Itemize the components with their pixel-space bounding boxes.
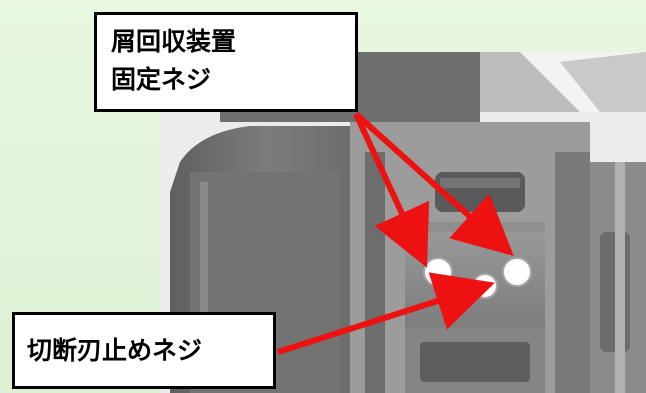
arrow-to-left-screw xyxy=(353,112,430,268)
callout-label: 切断刃止めネジ xyxy=(27,336,203,365)
arrow-to-blade-screw xyxy=(277,272,495,355)
scrap-collector-screw-callout: 屑回収装置 固定ネジ xyxy=(94,12,358,112)
callout-line-1: 屑回収装置 xyxy=(111,27,237,56)
arrow-to-right-screw xyxy=(353,111,514,257)
blade-stop-screw-callout: 切断刃止めネジ xyxy=(12,312,276,389)
callout-line-2: 固定ネジ xyxy=(111,65,212,94)
